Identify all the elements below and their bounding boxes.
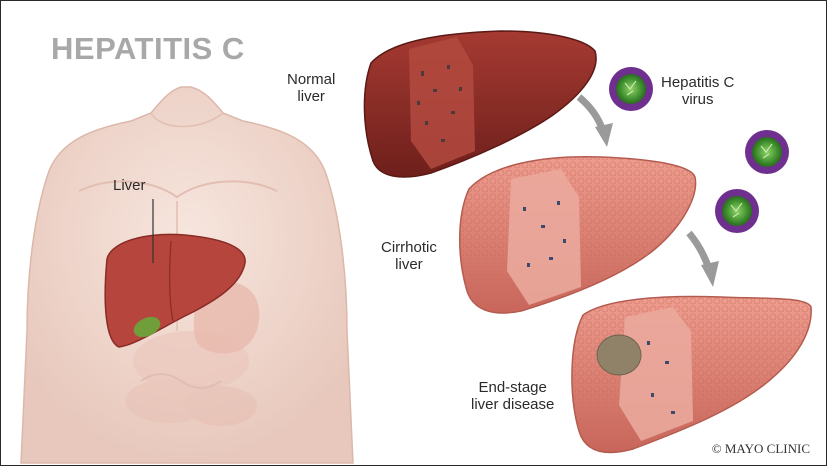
torso: [21, 87, 353, 463]
cirrhotic-liver-label: Cirrhotic liver: [381, 239, 437, 273]
credit-text: © MAYO CLINIC: [712, 441, 810, 457]
end-stage-liver-image: [572, 297, 811, 453]
virus-label: Hepatitis C virus: [661, 74, 734, 108]
tumor: [597, 335, 641, 375]
virus-particle: [715, 189, 759, 233]
progression-arrow: [689, 233, 719, 287]
virus-particle: [609, 67, 653, 111]
normal-liver-label: Normal liver: [287, 71, 335, 105]
virus-particle: [745, 130, 789, 174]
normal-liver-image: [364, 31, 596, 177]
page-title: HEPATITIS C: [51, 31, 245, 67]
liver-label: Liver: [113, 177, 146, 194]
progression-arrow: [579, 97, 613, 147]
cirrhotic-liver-image: [460, 157, 696, 313]
end-stage-label: End-stage liver disease: [471, 379, 554, 413]
